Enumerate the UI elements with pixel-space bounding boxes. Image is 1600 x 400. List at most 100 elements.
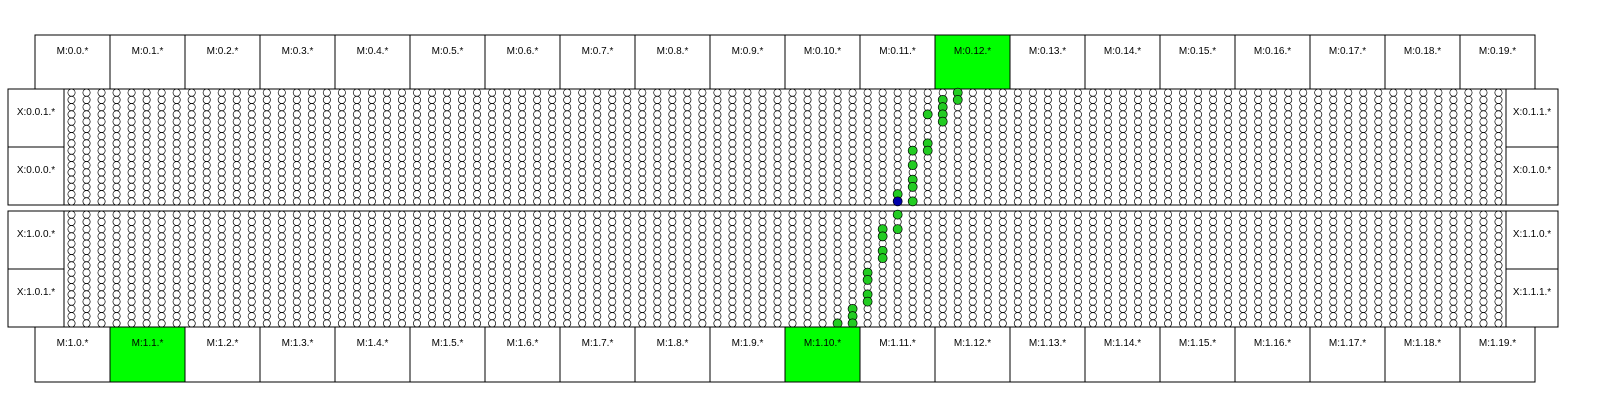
mesh-node: [578, 88, 587, 97]
mesh-node: [172, 275, 181, 284]
mesh-node: [653, 290, 662, 299]
mesh-node: [112, 225, 121, 234]
mesh-node: [758, 124, 767, 133]
mesh-node: [788, 153, 797, 162]
mesh-node: [983, 261, 992, 270]
mesh-node: [983, 139, 992, 148]
mesh-node: [262, 153, 271, 162]
mesh-node: [82, 175, 91, 184]
mesh-node: [67, 232, 76, 241]
mesh-node: [743, 275, 752, 284]
mesh-node: [458, 182, 467, 191]
mesh-node: [503, 232, 512, 241]
mesh-node: [1329, 117, 1338, 126]
mesh-node: [97, 268, 106, 277]
mesh-node: [1284, 290, 1293, 299]
mesh-node: [292, 304, 301, 313]
mesh-node: [1329, 124, 1338, 133]
mesh-node: [307, 139, 316, 148]
mesh-node: [1434, 290, 1443, 299]
mesh-node: [172, 254, 181, 263]
mesh-node: [1164, 312, 1173, 321]
mesh-node: [1134, 161, 1142, 170]
mesh-node: [67, 290, 76, 299]
mesh-node: [623, 225, 632, 234]
mesh-node: [443, 225, 452, 234]
mesh-node: [788, 225, 797, 234]
mesh-node: [1449, 103, 1458, 112]
mesh-node: [1344, 225, 1353, 234]
mesh-node: [773, 132, 782, 141]
mesh-node: [1179, 261, 1188, 270]
mesh-node: [1224, 254, 1233, 263]
mesh-node: [367, 139, 376, 148]
mesh-node: [698, 146, 707, 155]
mesh-node: [458, 304, 467, 313]
mesh-node: [683, 95, 692, 104]
mesh-node: [1224, 110, 1233, 119]
mesh-node: [893, 168, 902, 177]
mesh-node: [593, 225, 602, 234]
mesh-node: [1434, 225, 1443, 234]
mesh-node: [1073, 153, 1082, 162]
mesh-node: [728, 261, 737, 270]
bottom-module-box-0: [34, 326, 111, 383]
mesh-node: [833, 132, 842, 141]
mesh-node: [503, 261, 512, 270]
mesh-node: [488, 239, 497, 248]
mesh-node: [518, 275, 527, 284]
mesh-node: [863, 117, 872, 126]
mesh-node: [443, 161, 452, 170]
mesh-node: [488, 182, 497, 191]
mesh-node: [382, 261, 391, 270]
mesh-node: [413, 239, 421, 248]
mesh-node: [1149, 153, 1157, 162]
mesh-node: [1284, 268, 1293, 277]
mesh-node: [1374, 312, 1383, 321]
mesh-node: [698, 283, 707, 292]
mesh-node: [217, 110, 226, 119]
top-module-label-10: M:0.10.*: [804, 46, 841, 57]
mesh-node: [112, 88, 121, 97]
mesh-node: [668, 175, 677, 184]
mesh-node: [322, 283, 331, 292]
mesh-node: [698, 103, 707, 112]
mesh-node: [548, 124, 557, 133]
mesh-node: [67, 168, 76, 177]
mesh-node: [277, 254, 286, 263]
mesh-node: [1269, 268, 1278, 277]
mesh-node: [968, 153, 977, 162]
mesh-node: [818, 103, 827, 112]
mesh-node: [578, 261, 587, 270]
mesh-node: [1284, 275, 1293, 284]
mesh-node: [142, 103, 151, 112]
mesh-node: [277, 304, 286, 313]
mesh-node: [848, 146, 857, 155]
mesh-node: [1299, 132, 1308, 141]
mesh-node: [1359, 275, 1368, 284]
mesh-node: [1329, 153, 1338, 162]
mesh-node: [698, 182, 707, 191]
mesh-node: [247, 304, 256, 313]
mesh-node: [1103, 217, 1112, 226]
mesh-node: [488, 168, 497, 177]
mesh-node: [157, 225, 166, 234]
mesh-node: [1284, 239, 1293, 248]
mesh-node: [608, 268, 617, 277]
mesh-node: [548, 146, 557, 155]
mesh-node: [968, 117, 977, 126]
mesh-node: [473, 254, 482, 263]
mesh-node: [503, 239, 512, 248]
mesh-node: [563, 254, 572, 263]
mesh-node: [1284, 88, 1293, 97]
mesh-node: [217, 175, 226, 184]
mesh-node: [1269, 117, 1278, 126]
mesh-node: [1118, 312, 1127, 321]
mesh-node: [67, 304, 76, 313]
mesh-node: [1344, 139, 1353, 148]
mesh-node: [1389, 232, 1398, 241]
mesh-node: [548, 275, 557, 284]
mesh-node: [1434, 312, 1443, 321]
mesh-node: [142, 268, 151, 277]
mesh-node: [443, 197, 452, 206]
